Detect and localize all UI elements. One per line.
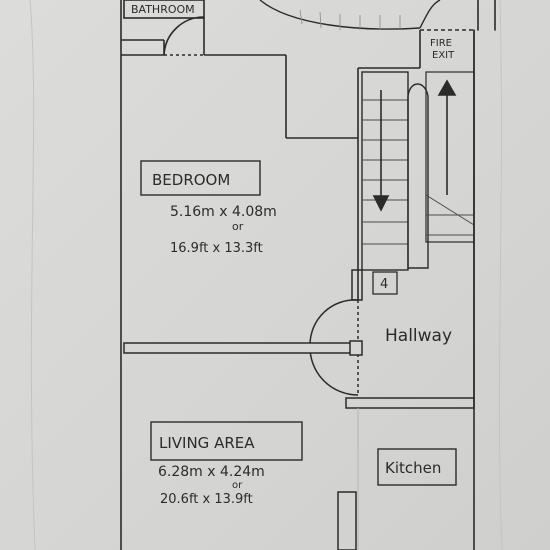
living-area-imperial: 20.6ft x 13.9ft bbox=[160, 492, 253, 507]
bathroom-label: BATHROOM bbox=[131, 3, 195, 16]
hallway-walls bbox=[345, 30, 475, 409]
bedroom-living-partition bbox=[123, 340, 363, 356]
living-area-label-box bbox=[150, 421, 303, 461]
fire-exit-label-line1: FIRE bbox=[430, 38, 452, 49]
bedroom-label-box bbox=[140, 160, 261, 196]
stair-marker-box bbox=[372, 271, 398, 295]
bedroom-label: BEDROOM bbox=[152, 171, 230, 189]
kitchen-label-box bbox=[377, 448, 457, 486]
paper-creases bbox=[29, 0, 503, 550]
hallway-label: Hallway bbox=[385, 326, 452, 346]
bedroom-or: or bbox=[232, 220, 244, 233]
stair-up-arrow bbox=[437, 79, 457, 195]
kitchen-label: Kitchen bbox=[385, 459, 441, 477]
staircase bbox=[361, 71, 475, 271]
bedroom-metric: 5.16m x 4.08m bbox=[170, 204, 277, 220]
bedroom-door bbox=[309, 269, 363, 396]
bedroom-walls bbox=[204, 29, 474, 300]
living-area-label: LIVING AREA bbox=[159, 434, 255, 452]
living-area-or: or bbox=[232, 480, 243, 491]
landing-curve bbox=[259, 0, 441, 30]
bottom-pillar bbox=[337, 491, 357, 550]
bathroom bbox=[121, 0, 205, 56]
stair-down-arrow bbox=[372, 90, 390, 212]
fire-exit-label-line2: EXIT bbox=[432, 50, 455, 61]
living-area-metric: 6.28m x 4.24m bbox=[158, 464, 265, 480]
stair-marker-label: 4 bbox=[380, 277, 388, 292]
bedroom-imperial: 16.9ft x 13.3ft bbox=[170, 241, 263, 256]
